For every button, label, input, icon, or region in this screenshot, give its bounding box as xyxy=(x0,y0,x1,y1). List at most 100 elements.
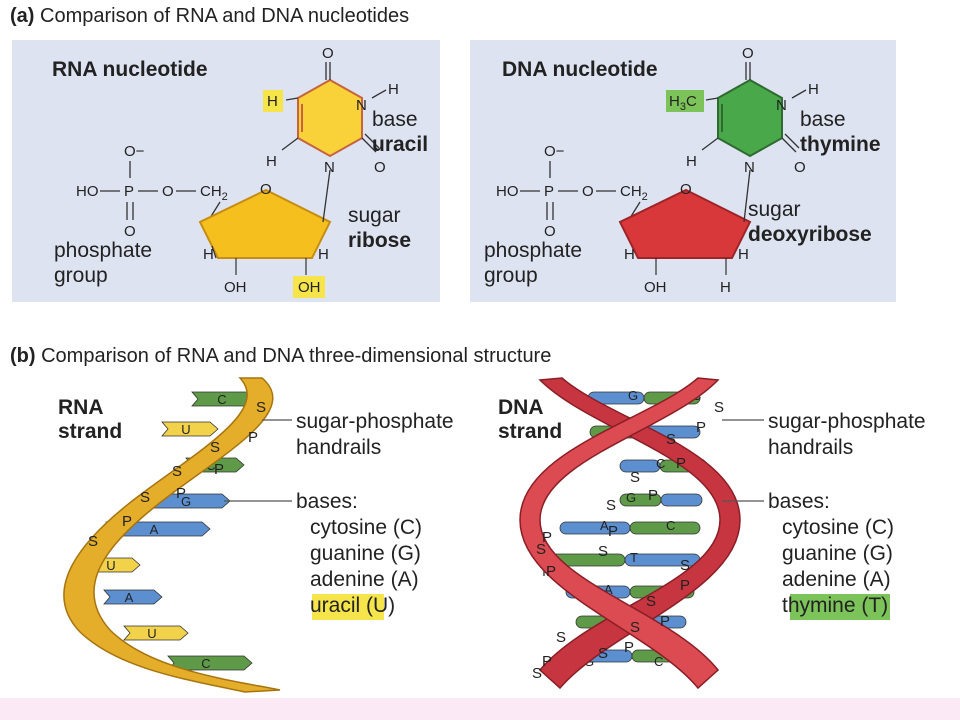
rna-ring-o: O xyxy=(260,181,272,198)
dna-strand-label-1: DNA xyxy=(498,396,544,419)
rna-handrails-label-1: sugar-phosphate xyxy=(296,410,454,433)
dna-rung-letter: C xyxy=(666,518,675,533)
dna-sp-label: S xyxy=(598,645,608,662)
rna-base-bar xyxy=(103,589,163,605)
dna-nucleotide-heading: DNA nucleotide xyxy=(502,58,658,81)
rna-handrails-label-2: handrails xyxy=(296,436,381,459)
rna-phosphate-o-bottom: O xyxy=(124,223,136,240)
dna-sugar-name: deoxyribose xyxy=(748,223,872,246)
rna-sugar-name: ribose xyxy=(348,229,411,252)
rna-sp-label: S xyxy=(210,439,220,456)
rna-base-h-n: H xyxy=(388,81,399,98)
rna-base-letter: U xyxy=(181,422,190,437)
dna-rung-letter: T xyxy=(630,550,638,565)
rna-strand-label-2: strand xyxy=(58,420,122,443)
rna-nucleotide-diagram: RNA nucleotide O− HO P O CH2 O phosphate… xyxy=(52,45,428,298)
rna-sp-label: S xyxy=(256,399,266,416)
dna-rung-letter: G xyxy=(628,388,638,403)
dna-rung-letter: A xyxy=(600,518,609,533)
dna-handrails-label-1: sugar-phosphate xyxy=(768,410,926,433)
dna-sp-label: S xyxy=(598,543,608,560)
dna-backbone-strand-1 xyxy=(538,377,741,690)
footer-band xyxy=(0,698,960,720)
rna-base-name: uracil xyxy=(372,133,428,156)
rna-sp-label: P xyxy=(248,429,258,446)
dna-sp-label: P xyxy=(696,419,706,436)
rna-sp-label: P xyxy=(214,461,224,478)
dna-rung-letter: G xyxy=(626,490,636,505)
dna-phosphate-ho: HO xyxy=(496,183,519,200)
rna-base-item-3: adenine (A) xyxy=(310,568,419,591)
dna-sugar-word: sugar xyxy=(748,198,801,221)
dna-rung-letter: C xyxy=(654,654,663,669)
part-a-letter: (a) xyxy=(10,5,35,27)
rna-base-item-2: guanine (G) xyxy=(310,542,421,565)
dna-ring-o: O xyxy=(680,181,692,198)
dna-sp-label: P xyxy=(624,639,634,656)
rna-base-letter: A xyxy=(125,590,134,605)
dna-methyl-highlight xyxy=(666,90,704,112)
dna-base-rung-left xyxy=(559,521,631,535)
rna-bases-heading: bases: xyxy=(296,490,358,513)
rna-base-item-1: cytosine (C) xyxy=(310,516,422,539)
rna-sp-label: S xyxy=(140,489,150,506)
rna-phosphate-label-2: group xyxy=(54,264,108,287)
rna-base-letter: A xyxy=(150,522,159,537)
rna-base-h-bottom: H xyxy=(266,153,277,170)
dna-sp-label: P xyxy=(542,529,552,546)
rna-base-letter: G xyxy=(181,494,191,509)
dna-handrails-label-2: handrails xyxy=(768,436,853,459)
dna-base-word: base xyxy=(800,108,846,131)
rna-sugar-phosphate-backbone xyxy=(63,377,281,693)
rna-oh-highlight xyxy=(293,276,325,298)
part-b-title-text: Comparison of RNA and DNA three-dimensio… xyxy=(41,345,552,367)
dna-phosphate-label-2: group xyxy=(484,264,538,287)
dna-rung-letter: A xyxy=(604,582,613,597)
rna-sp-label: P xyxy=(122,513,132,530)
dna-base-n-top: N xyxy=(776,97,787,114)
rna-base-h-highlight xyxy=(263,90,283,112)
dna-rung-letter: C xyxy=(656,456,665,471)
dna-carbonyl-o-top: O xyxy=(742,45,754,62)
dna-sp-label: P xyxy=(542,653,552,670)
dna-base-h-n: H xyxy=(808,81,819,98)
rna-base-letter: C xyxy=(201,656,210,671)
dna-nucleotide-diagram: DNA nucleotide O− HO P O CH2 O phosphate… xyxy=(484,45,881,296)
dna-sugar-h-left: H xyxy=(624,246,635,263)
rna-base-n-top: N xyxy=(356,97,367,114)
dna-base-rung-right xyxy=(660,493,703,507)
part-b-letter: (b) xyxy=(10,345,36,367)
dna-sp-label: S xyxy=(666,431,676,448)
dna-sp-label: S xyxy=(532,665,542,682)
dna-strand-label-2: strand xyxy=(498,420,562,443)
rna-carbonyl-o-bottom: O xyxy=(374,159,386,176)
dna-carbonyl-o-bottom: O xyxy=(794,159,806,176)
dna-sp-label: S xyxy=(630,469,640,486)
rna-oh-left: OH xyxy=(224,279,247,296)
dna-oh-left: OH xyxy=(644,279,667,296)
rna-base-letter: C xyxy=(217,392,226,407)
dna-base-item-2: guanine (G) xyxy=(782,542,893,565)
rna-base-n-bottom: N xyxy=(324,159,335,176)
dna-phosphate-p: P xyxy=(544,183,554,200)
dna-base-n-bottom: N xyxy=(744,159,755,176)
part-a-title: (a) Comparison of RNA and DNA nucleotide… xyxy=(10,5,409,28)
dna-phosphate-o-bottom: O xyxy=(544,223,556,240)
dna-methyl-group: H3C xyxy=(669,93,697,113)
dna-sp-label: P xyxy=(648,487,658,504)
part-b-title: (b) Comparison of RNA and DNA three-dime… xyxy=(10,345,551,368)
dna-sp-label: S xyxy=(556,629,566,646)
dna-phosphate-label-1: phosphate xyxy=(484,239,582,262)
rna-base-letter: U xyxy=(147,626,156,641)
rna-phosphate-p: P xyxy=(124,183,134,200)
dna-base-rung-right xyxy=(629,521,701,535)
dna-thymine-highlight xyxy=(790,594,890,620)
dna-sp-label: S xyxy=(630,619,640,636)
rna-phosphate-label-1: phosphate xyxy=(54,239,152,262)
dna-sp-label: S xyxy=(606,497,616,514)
dna-base-item-1: cytosine (C) xyxy=(782,516,894,539)
rna-base-bar xyxy=(123,625,189,641)
rna-base-letter: U xyxy=(106,558,115,573)
